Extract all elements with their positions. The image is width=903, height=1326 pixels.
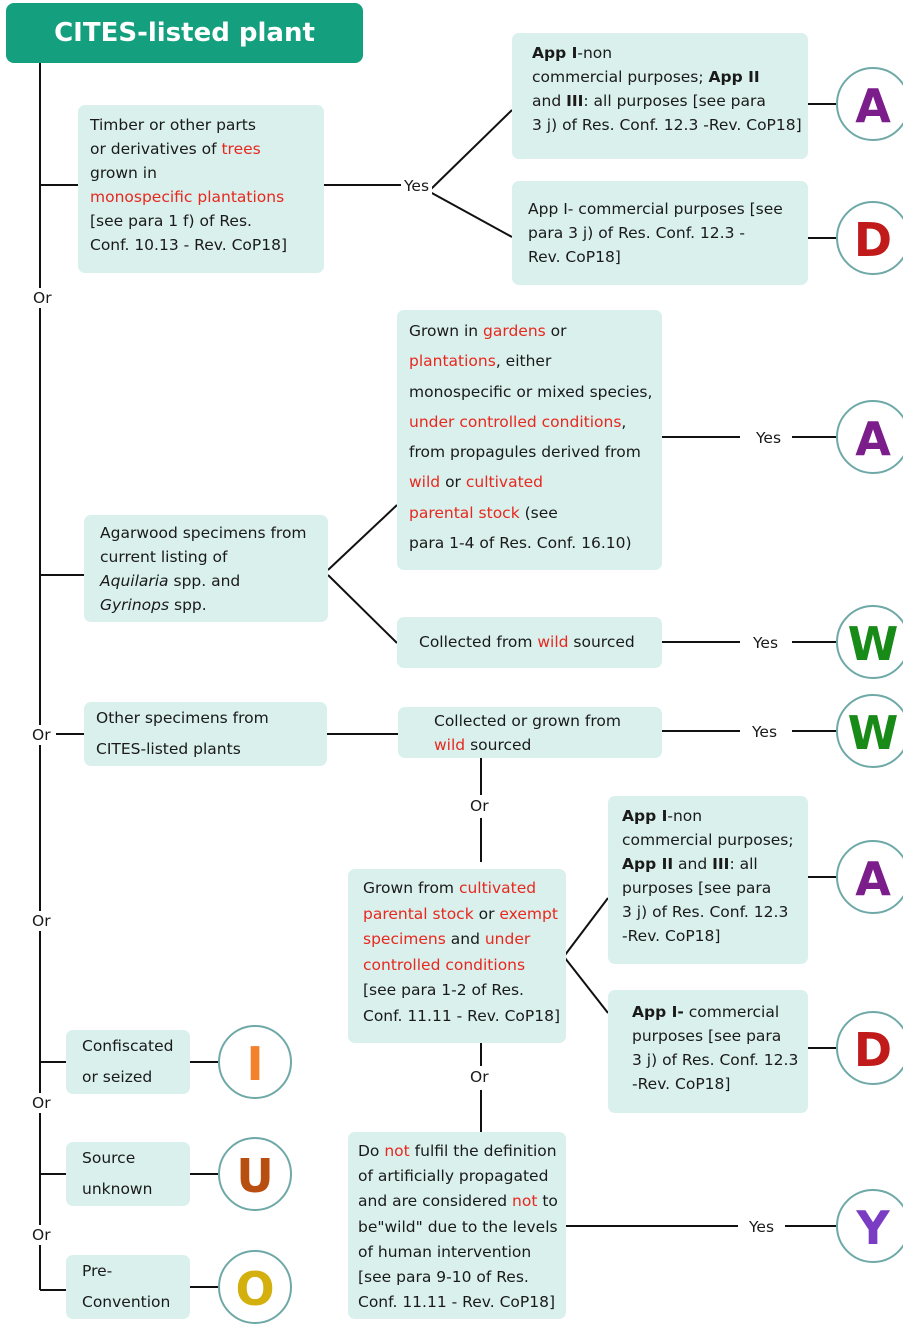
- source-code-d: D: [836, 1011, 903, 1085]
- agarwood-box: Agarwood specimens from current listing …: [84, 515, 328, 622]
- or-label: Or: [30, 288, 55, 308]
- source-code-a: A: [836, 840, 903, 914]
- source-code-d: D: [836, 201, 903, 275]
- or-label: Or: [467, 1067, 492, 1087]
- page-title: CITES-listed plant species: [6, 3, 363, 108]
- or-label: Or: [467, 796, 492, 816]
- or-label: Or: [29, 911, 54, 931]
- collected-wild-box: Collected from wild sourced: [397, 617, 662, 668]
- source-code-o: O: [218, 1250, 292, 1324]
- app-commercial-box: App I- commercial purposes [see para 3 j…: [512, 181, 808, 285]
- source-code-w: W: [836, 605, 903, 679]
- yes-label: Yes: [750, 633, 782, 653]
- yes-label: Yes: [749, 722, 781, 742]
- yes-label: Yes: [746, 1217, 778, 1237]
- source-code-a: A: [836, 67, 903, 141]
- confiscated-box: Confiscated or seized: [66, 1030, 190, 1094]
- app-noncommercial-box-2: App I-non commercial purposes; App II an…: [608, 796, 808, 964]
- or-label: Or: [29, 1225, 54, 1245]
- grown-cultivated-box: Grown from cultivated parental stock or …: [348, 869, 566, 1043]
- timber-box: Timber or other parts or derivatives of …: [78, 105, 324, 273]
- source-unknown-box: Source unknown: [66, 1142, 190, 1206]
- source-code-w: W: [836, 694, 903, 768]
- collected-grown-box: Collected or grown from wild sourced: [398, 707, 662, 758]
- yes-label: Yes: [753, 428, 785, 448]
- not-fulfil-box: Do not fulfil the definition of artifici…: [348, 1132, 566, 1319]
- app-noncommercial-box: App I-non commercial purposes; App II an…: [512, 33, 808, 159]
- source-code-a: A: [836, 400, 903, 474]
- pre-convention-box: Pre- Convention: [66, 1255, 190, 1319]
- or-label: Or: [29, 1093, 54, 1113]
- source-code-i: I: [218, 1025, 292, 1099]
- yes-label: Yes: [401, 176, 433, 196]
- other-specimens-box: Other specimens from CITES-listed plants: [84, 702, 327, 766]
- or-label: Or: [29, 725, 54, 745]
- source-code-u: U: [218, 1137, 292, 1211]
- grown-gardens-box: Grown in gardens or plantations, either …: [397, 310, 662, 570]
- source-code-y: Y: [836, 1189, 903, 1263]
- app-commercial-box-2: App I- commercial purposes [see para 3 j…: [608, 990, 808, 1113]
